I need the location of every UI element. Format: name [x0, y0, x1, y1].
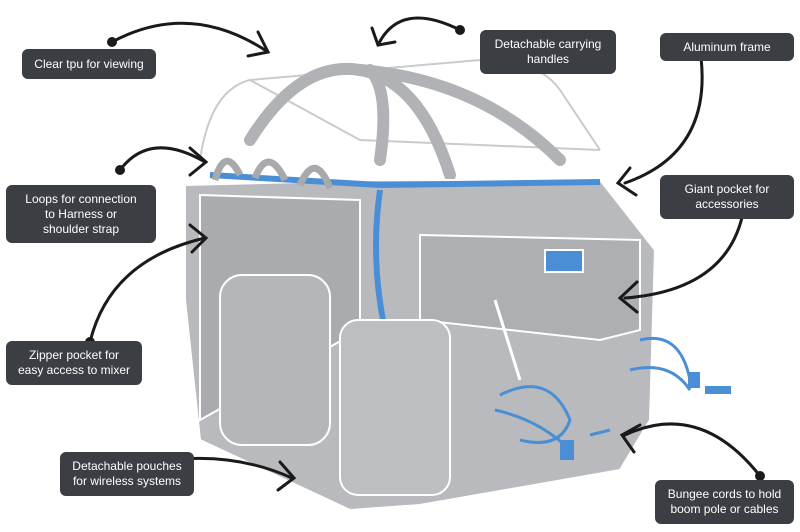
bungee-clip-1 — [560, 440, 574, 460]
harness-loops — [211, 157, 334, 190]
carrying-handles — [244, 62, 566, 181]
callout-zipper-pocket: Zipper pocket for easy access to mixer — [6, 341, 142, 385]
giant-front-pocket — [419, 233, 641, 342]
bungee-clip-2 — [688, 372, 700, 388]
callout-giant-pocket: Giant pocket for accessories — [660, 175, 794, 219]
blue-zipper — [373, 189, 388, 331]
pocket-window — [544, 249, 584, 273]
front-pouch — [339, 319, 451, 496]
callout-clear-tpu: Clear tpu for viewing — [22, 49, 156, 79]
callout-carrying-handles: Detachable carrying handles — [480, 30, 616, 74]
callout-bungee-cords: Bungee cords to hold boom pole or cables — [655, 480, 794, 524]
blue-top-trim — [209, 172, 601, 189]
callout-arrowheads — [188, 26, 642, 492]
callout-loops: Loops for connection to Harness or shoul… — [6, 185, 156, 243]
zipper-pull — [493, 299, 522, 381]
callout-aluminum-frame: Aluminum frame — [660, 33, 794, 61]
bungee-clip-3 — [705, 386, 731, 394]
callout-detachable-pouches: Detachable pouches for wireless systems — [60, 452, 194, 496]
left-pouch — [219, 274, 331, 446]
callout-arrows — [88, 16, 762, 480]
